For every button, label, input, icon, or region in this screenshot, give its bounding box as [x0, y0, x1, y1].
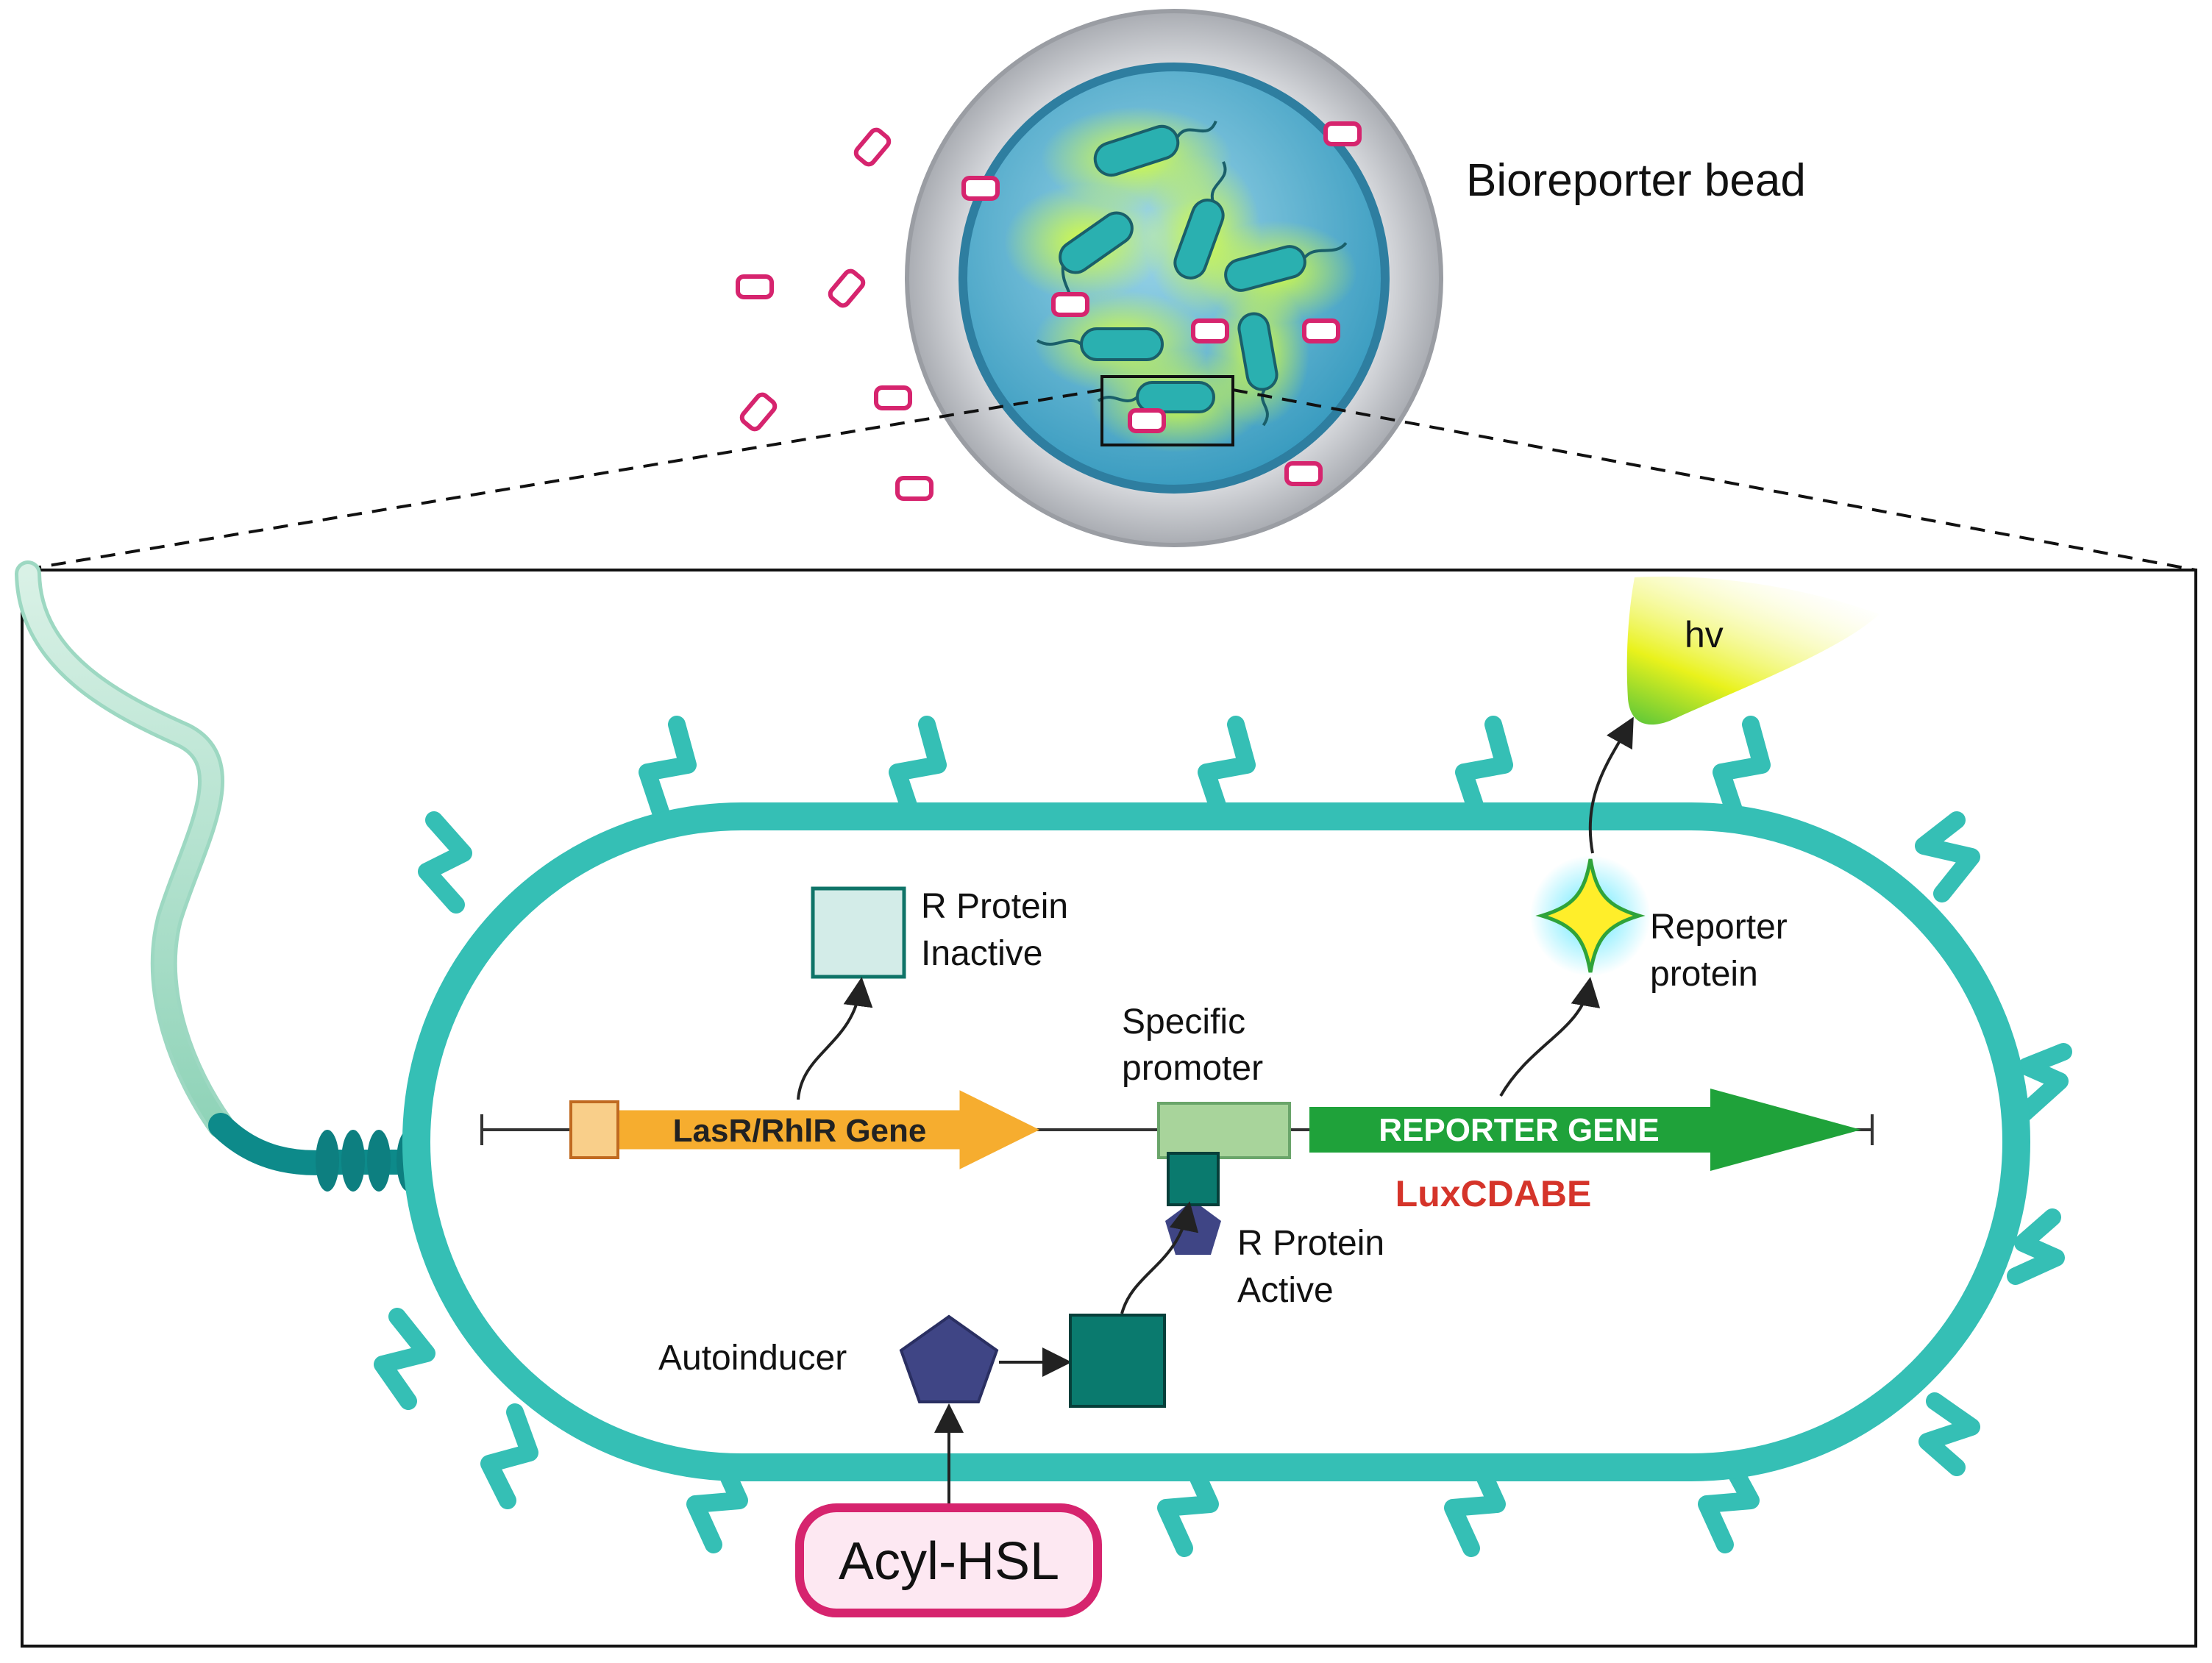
regulator-gene-label: LasR/RhlR Gene [673, 1113, 927, 1149]
r-protein-active-label: R Protein Active [1237, 1224, 1394, 1310]
bead-bacterium [1093, 120, 1217, 177]
reporter-operon-label: LuxCDABE [1395, 1173, 1592, 1214]
regulator-gene: LasR/RhlR Gene [569, 1090, 1040, 1169]
light-emission-icon [1626, 576, 1880, 725]
flagellum [15, 560, 424, 1192]
regulator-promoter [569, 1100, 619, 1159]
bioreporter-bead [905, 9, 1443, 547]
autoinducer-icon [899, 1314, 999, 1403]
reporter-protein-icon [1535, 858, 1646, 973]
bead-bacterium [1237, 312, 1279, 427]
arrow-gene-to-inactive [797, 977, 873, 1100]
light-label: hv [1685, 614, 1724, 655]
r-protein-inactive-label: R Protein Inactive [921, 887, 1078, 973]
zoom-line-left [21, 388, 1103, 571]
acyl-hsl-molecules [736, 121, 1362, 501]
r-protein-active-icon [1167, 1152, 1220, 1206]
acyl-hsl-box [795, 1503, 1102, 1617]
specific-promoter-label: Specific promoter [1122, 1003, 1263, 1088]
zoom-line-right [1232, 388, 2197, 571]
pili [374, 716, 2072, 1557]
r-protein-inactive-icon [811, 886, 906, 979]
zoom-box [1100, 375, 1234, 446]
arrow-reporter-to-light [1588, 716, 1634, 854]
reporter-protein-label: Reporter protein [1650, 908, 1797, 994]
bead-bacterium [1224, 242, 1348, 292]
autoinducer-label: Autoinducer [658, 1339, 847, 1378]
bead-bacterium [1173, 161, 1227, 279]
arrow-r-to-promoter [1120, 1201, 1199, 1314]
bead-bacterium [1036, 327, 1164, 361]
reporter-gene-label: REPORTER GENE [1379, 1112, 1659, 1148]
r-protein-free-icon [1069, 1314, 1166, 1408]
acyl-hsl-label: Acyl-HSL [839, 1532, 1059, 1591]
arrow-gene-to-reporter [1499, 977, 1601, 1097]
specific-promoter-box [1157, 1102, 1291, 1159]
bead-label: Bioreporter bead [1466, 155, 1806, 206]
reporter-gene: REPORTER GENE [1309, 1089, 1861, 1171]
